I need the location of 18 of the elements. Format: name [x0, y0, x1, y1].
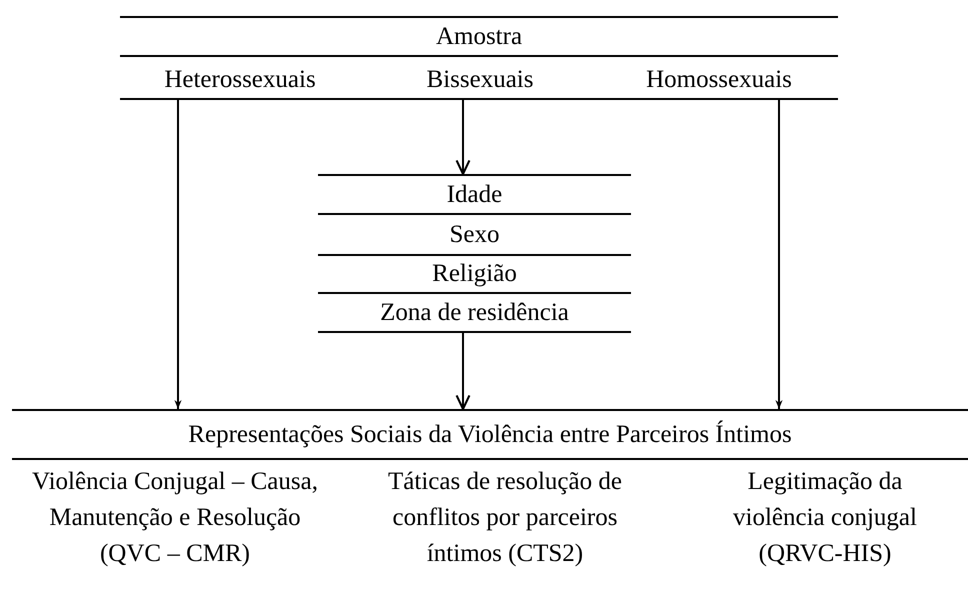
row-label: Zona de residência — [379, 298, 570, 328]
arrow — [775, 100, 783, 409]
group-label: Bissexuais — [426, 64, 534, 94]
row-label: Religião — [431, 259, 518, 289]
table-heading: Amostra — [436, 22, 522, 50]
table-frame — [120, 16, 838, 100]
arrow — [456, 100, 470, 176]
group-label: Homossexuais — [645, 64, 793, 94]
row-label: Idade — [446, 180, 504, 210]
variable-table — [318, 174, 631, 331]
arrow — [174, 100, 182, 409]
column-label: Legitimação da violência conjugal (QRVC-HIS) — [732, 467, 918, 569]
row-label: Sexo — [448, 220, 500, 250]
arrow — [456, 331, 470, 410]
group-label: Heterossexuais — [163, 64, 317, 94]
column-label: Táticas de resolução de conflitos por parceiros íntimos (CTS2) — [387, 467, 623, 569]
column-label: Violência Conjugal – Causa, Manutenção e Resolução (QVC – CMR) — [31, 467, 319, 569]
table-heading: Representações Sociais da Violência entre Parceiros Íntimos — [188, 420, 792, 448]
